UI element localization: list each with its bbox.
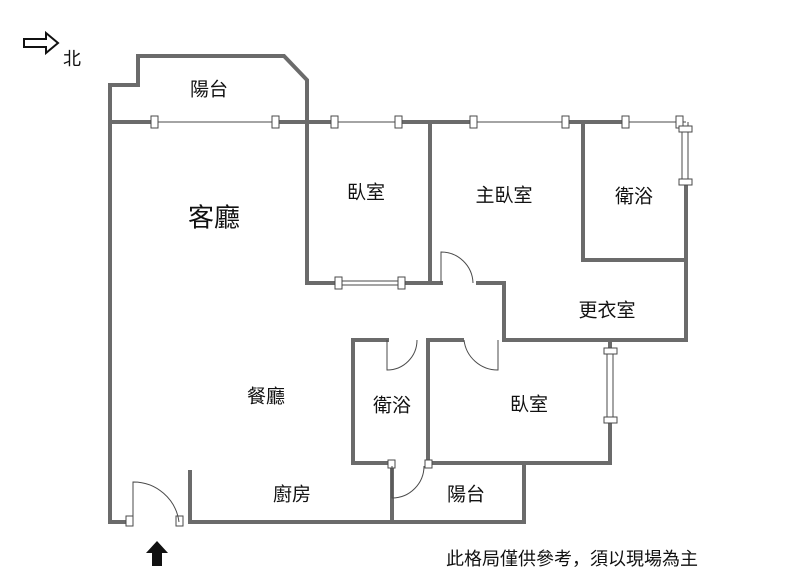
window-post	[150, 115, 159, 129]
room-label-bathroom-2: 衛浴	[372, 394, 412, 417]
door-master-bedroom[interactable]	[440, 251, 474, 284]
room-label-kitchen: 廚房	[272, 483, 312, 506]
door-bedroom-2[interactable]	[463, 339, 499, 371]
arrow-right-outline-icon	[23, 30, 60, 56]
room-label-bedroom-2: 臥室	[509, 393, 549, 416]
window-post	[621, 115, 630, 129]
arrow-up-solid-icon	[146, 541, 168, 566]
window-post	[678, 178, 693, 186]
window-post	[561, 115, 570, 129]
window-post	[397, 276, 406, 290]
door-balcony-south[interactable]	[391, 465, 425, 499]
window-post	[271, 115, 280, 129]
room-label-master-bedroom: 主臥室	[475, 184, 533, 207]
room-label-balcony-north: 陽台	[189, 78, 229, 101]
door-post	[125, 515, 134, 527]
disclaimer-text: 此格局僅供參考，須以現場為主	[446, 549, 698, 570]
window-post	[330, 115, 339, 129]
window-post	[394, 115, 403, 129]
room-label-living-room: 客廳	[187, 203, 241, 234]
door-main-entrance[interactable]	[132, 481, 180, 523]
doors	[132, 251, 499, 523]
room-label-dining-room: 餐廳	[246, 385, 286, 408]
door-post	[175, 515, 184, 527]
window-post	[678, 125, 693, 133]
room-label-bathroom-1: 衛浴	[614, 185, 654, 208]
room-label-bedroom-1: 臥室	[346, 181, 386, 204]
windows	[125, 115, 693, 527]
door-bathroom-2[interactable]	[386, 339, 418, 371]
room-label-balcony-south: 陽台	[446, 483, 486, 506]
room-label-walk-in-closet: 更衣室	[578, 299, 636, 322]
window-post	[334, 276, 343, 290]
wall-west-balcony	[108, 54, 309, 524]
window-post	[603, 416, 618, 424]
window-post	[603, 347, 618, 355]
door-post	[424, 459, 433, 469]
window-post	[469, 115, 478, 129]
north-label: 北	[63, 49, 81, 70]
